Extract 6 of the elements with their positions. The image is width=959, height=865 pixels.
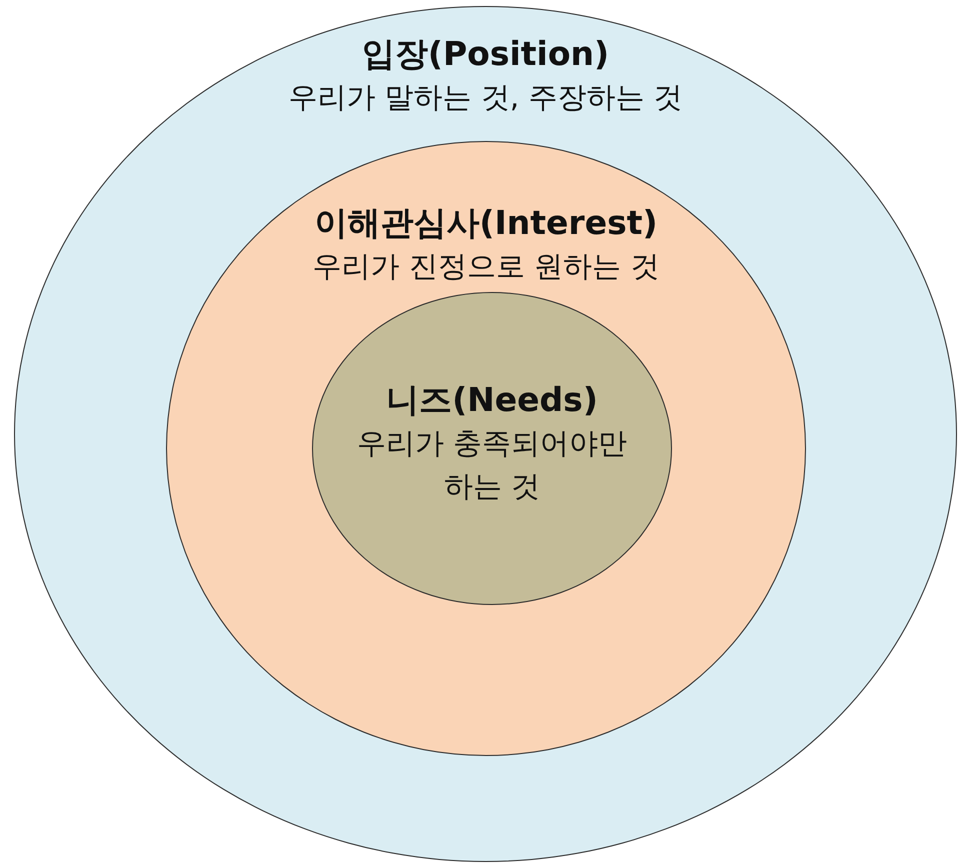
ellipse-title: 이해관심사(Interest) bbox=[314, 202, 658, 244]
ellipse-title: 입장(Position) bbox=[362, 33, 610, 75]
ellipse-title: 니즈(Needs) bbox=[386, 379, 598, 421]
ellipse-description: 우리가 진정으로 원하는 것 bbox=[312, 248, 660, 285]
ellipse-description: 우리가 말하는 것, 주장하는 것 bbox=[288, 78, 683, 116]
ellipse-description: 우리가 충족되어야만 하는 것 bbox=[356, 424, 628, 506]
